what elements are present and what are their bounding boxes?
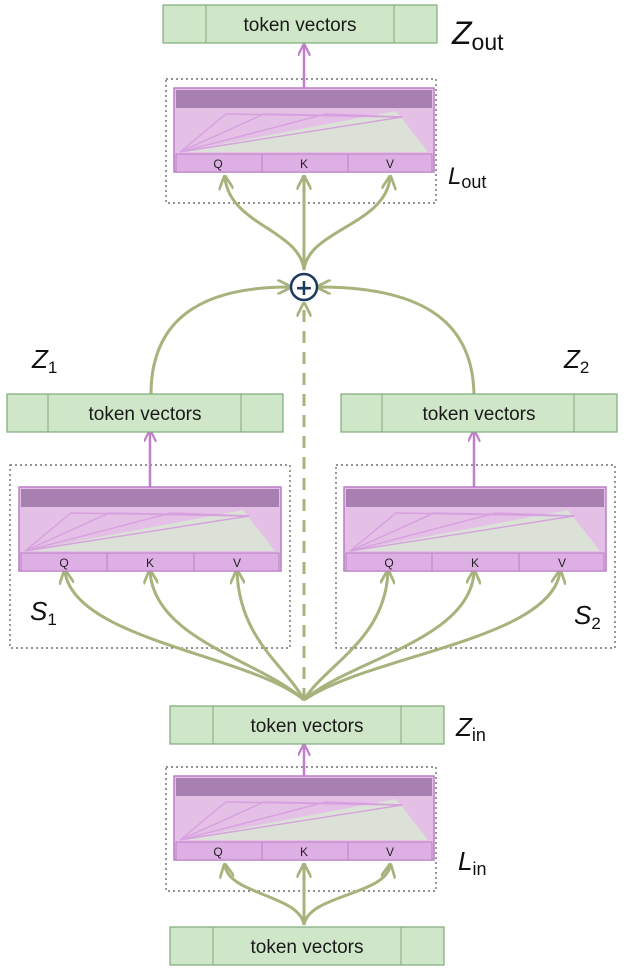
arrow-z2-to-plus — [319, 287, 476, 398]
s2-k-label: K — [471, 556, 479, 570]
token-label-input: token vectors — [251, 937, 364, 958]
token-box-zin: token vectors — [169, 705, 445, 745]
label-lout: Lout — [448, 163, 486, 192]
sum-node: + — [289, 272, 319, 302]
token-box-zout: token vectors — [162, 4, 438, 44]
arrow-zin-to-s1-q — [65, 572, 305, 702]
attention-block-lin: Q K V — [173, 775, 435, 861]
arrow-zin-to-s2-k — [303, 572, 474, 702]
label-z2: Z2 — [563, 344, 589, 377]
attention-block-lout: Q K V — [173, 87, 435, 173]
s2-v-label: V — [558, 556, 566, 570]
arrow-zin-to-s2-v — [303, 572, 560, 702]
lout-k-label: K — [300, 157, 308, 171]
lin-module-box — [165, 766, 437, 892]
attention-block-s1: Q K V — [18, 486, 282, 572]
label-zin: Zin — [455, 712, 486, 745]
label-lin: Lin — [458, 846, 486, 879]
arrow-input-to-lin-v — [302, 866, 390, 926]
label-zout: Zout — [451, 15, 504, 55]
token-label-z1: token vectors — [89, 404, 202, 425]
label-s2: S2 — [574, 600, 601, 633]
arrow-plus-to-lout-q — [225, 178, 306, 271]
token-label-z2: token vectors — [423, 404, 536, 425]
s2-module-box — [335, 464, 616, 649]
lin-v-label: V — [386, 845, 394, 859]
s1-q-label: Q — [59, 556, 68, 570]
arrow-plus-to-lout-v — [302, 178, 390, 271]
token-label-zout: token vectors — [244, 15, 357, 36]
s1-k-label: K — [146, 556, 154, 570]
s2-q-label: Q — [384, 556, 393, 570]
token-box-input: token vectors — [169, 926, 445, 966]
arrow-zin-to-s1-v — [237, 572, 306, 701]
lin-q-label: Q — [213, 845, 222, 859]
lout-module-box — [165, 78, 437, 204]
token-box-z1: token vectors — [6, 393, 284, 433]
plus-icon: + — [295, 276, 313, 301]
arrow-input-to-lin-q — [225, 866, 306, 926]
token-label-zin: token vectors — [251, 716, 364, 737]
lout-v-label: V — [386, 157, 394, 171]
lin-k-label: K — [300, 845, 308, 859]
label-z1: Z1 — [31, 344, 57, 377]
arrow-zin-to-s2-q — [302, 572, 388, 701]
attention-block-s2: Q K V — [343, 486, 607, 572]
s1-v-label: V — [233, 556, 241, 570]
token-box-z2: token vectors — [340, 393, 618, 433]
label-s1: S1 — [30, 596, 57, 629]
lout-q-label: Q — [213, 157, 222, 171]
arrow-z1-to-plus — [149, 287, 289, 398]
arrow-zin-to-s1-k — [150, 572, 306, 702]
